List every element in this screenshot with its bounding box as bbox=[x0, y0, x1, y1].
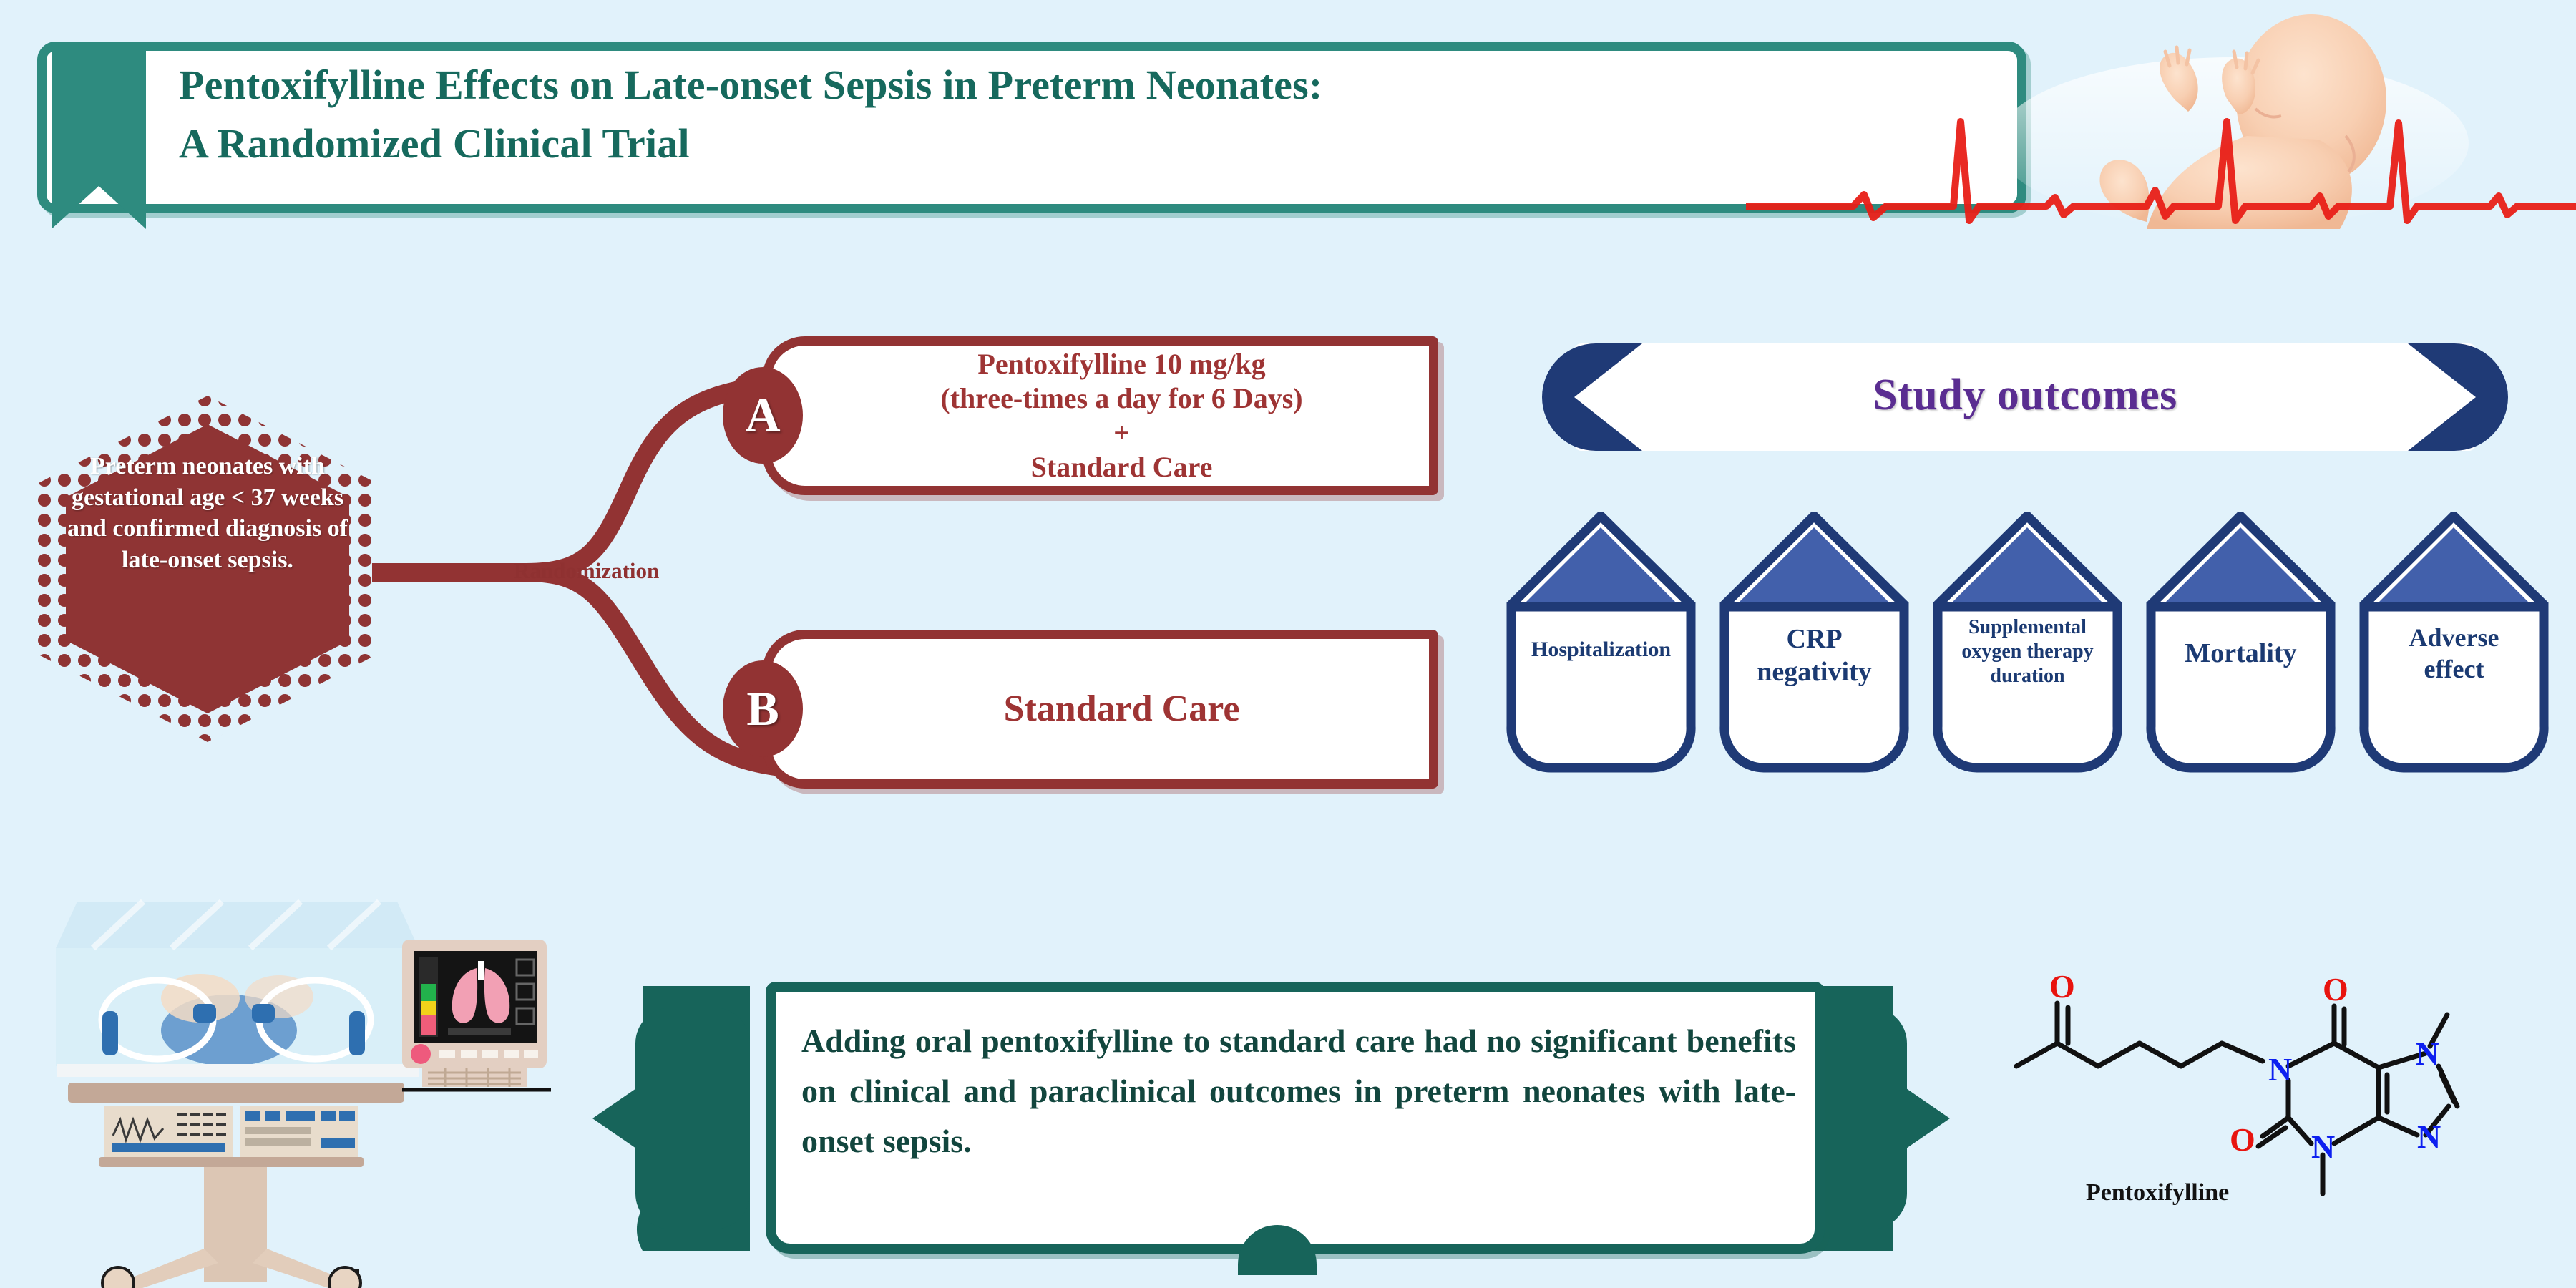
arm-a-line-2: (three-times a day for 6 Days) bbox=[940, 382, 1303, 414]
outcome-house-1[interactable] bbox=[1506, 512, 1696, 773]
outcome-house-2[interactable] bbox=[1719, 512, 1909, 773]
conclusion-panel bbox=[766, 982, 1825, 1254]
chem-oxygen-3: O bbox=[2230, 1121, 2255, 1158]
fetus-ecg-illustration bbox=[1746, 14, 2576, 229]
randomization-connector bbox=[372, 376, 789, 776]
arm-b-text: Standard Care bbox=[771, 687, 1429, 731]
pentoxifylline-structure: O bbox=[2014, 968, 2460, 1196]
title-line-1: Pentoxifylline Effects on Late-onset Sep… bbox=[179, 62, 1323, 108]
outcome-house-3[interactable] bbox=[1933, 512, 2122, 773]
arm-a-line-1: Pentoxifylline 10 mg/kg bbox=[977, 348, 1266, 380]
outcome-house-4[interactable] bbox=[2146, 512, 2336, 773]
chemical-name-label: Pentoxifylline bbox=[2086, 1179, 2230, 1206]
randomization-label: Randomization bbox=[514, 558, 660, 583]
arm-a-box[interactable]: Pentoxifylline 10 mg/kg (three-times a d… bbox=[762, 336, 1438, 495]
arrow-left-icon bbox=[592, 986, 750, 1251]
study-outcomes-banner bbox=[1542, 343, 2508, 451]
page-title: Pentoxifylline Effects on Late-onset Sep… bbox=[179, 56, 1882, 174]
chem-oxygen-2: O bbox=[2323, 971, 2348, 1008]
arm-a-badge: A bbox=[723, 367, 803, 464]
arm-a-line-4: Standard Care bbox=[1030, 451, 1213, 483]
chevron-right-icon bbox=[2408, 343, 2508, 451]
neonatal-incubator-illustration bbox=[56, 899, 551, 1288]
outcome-house-5[interactable] bbox=[2359, 512, 2549, 773]
population-hexagon bbox=[36, 396, 379, 742]
outcomes-row: Hospitalization CRP negativity Supplemen… bbox=[1506, 512, 2549, 773]
lung-monitor-icon bbox=[402, 940, 551, 1092]
chevron-left-icon bbox=[1542, 343, 1642, 451]
title-panel bbox=[37, 42, 2026, 213]
title-line-2: A Randomized Clinical Trial bbox=[179, 120, 690, 167]
arm-a-line-3: + bbox=[1113, 416, 1130, 449]
arm-b-line-1: Standard Care bbox=[1003, 688, 1240, 729]
arm-a-text: Pentoxifylline 10 mg/kg (three-times a d… bbox=[771, 347, 1429, 484]
chem-nitrogen-3: N bbox=[2416, 1035, 2439, 1072]
chem-nitrogen-1: N bbox=[2268, 1051, 2292, 1088]
bookmark-ribbon-icon bbox=[52, 50, 146, 229]
chem-oxygen-1: O bbox=[2049, 968, 2075, 1005]
chem-nitrogen-2: N bbox=[2311, 1128, 2335, 1165]
arm-b-box[interactable]: Standard Care bbox=[762, 630, 1438, 789]
arm-b-badge: B bbox=[723, 660, 803, 757]
chem-nitrogen-4: N bbox=[2417, 1118, 2441, 1155]
